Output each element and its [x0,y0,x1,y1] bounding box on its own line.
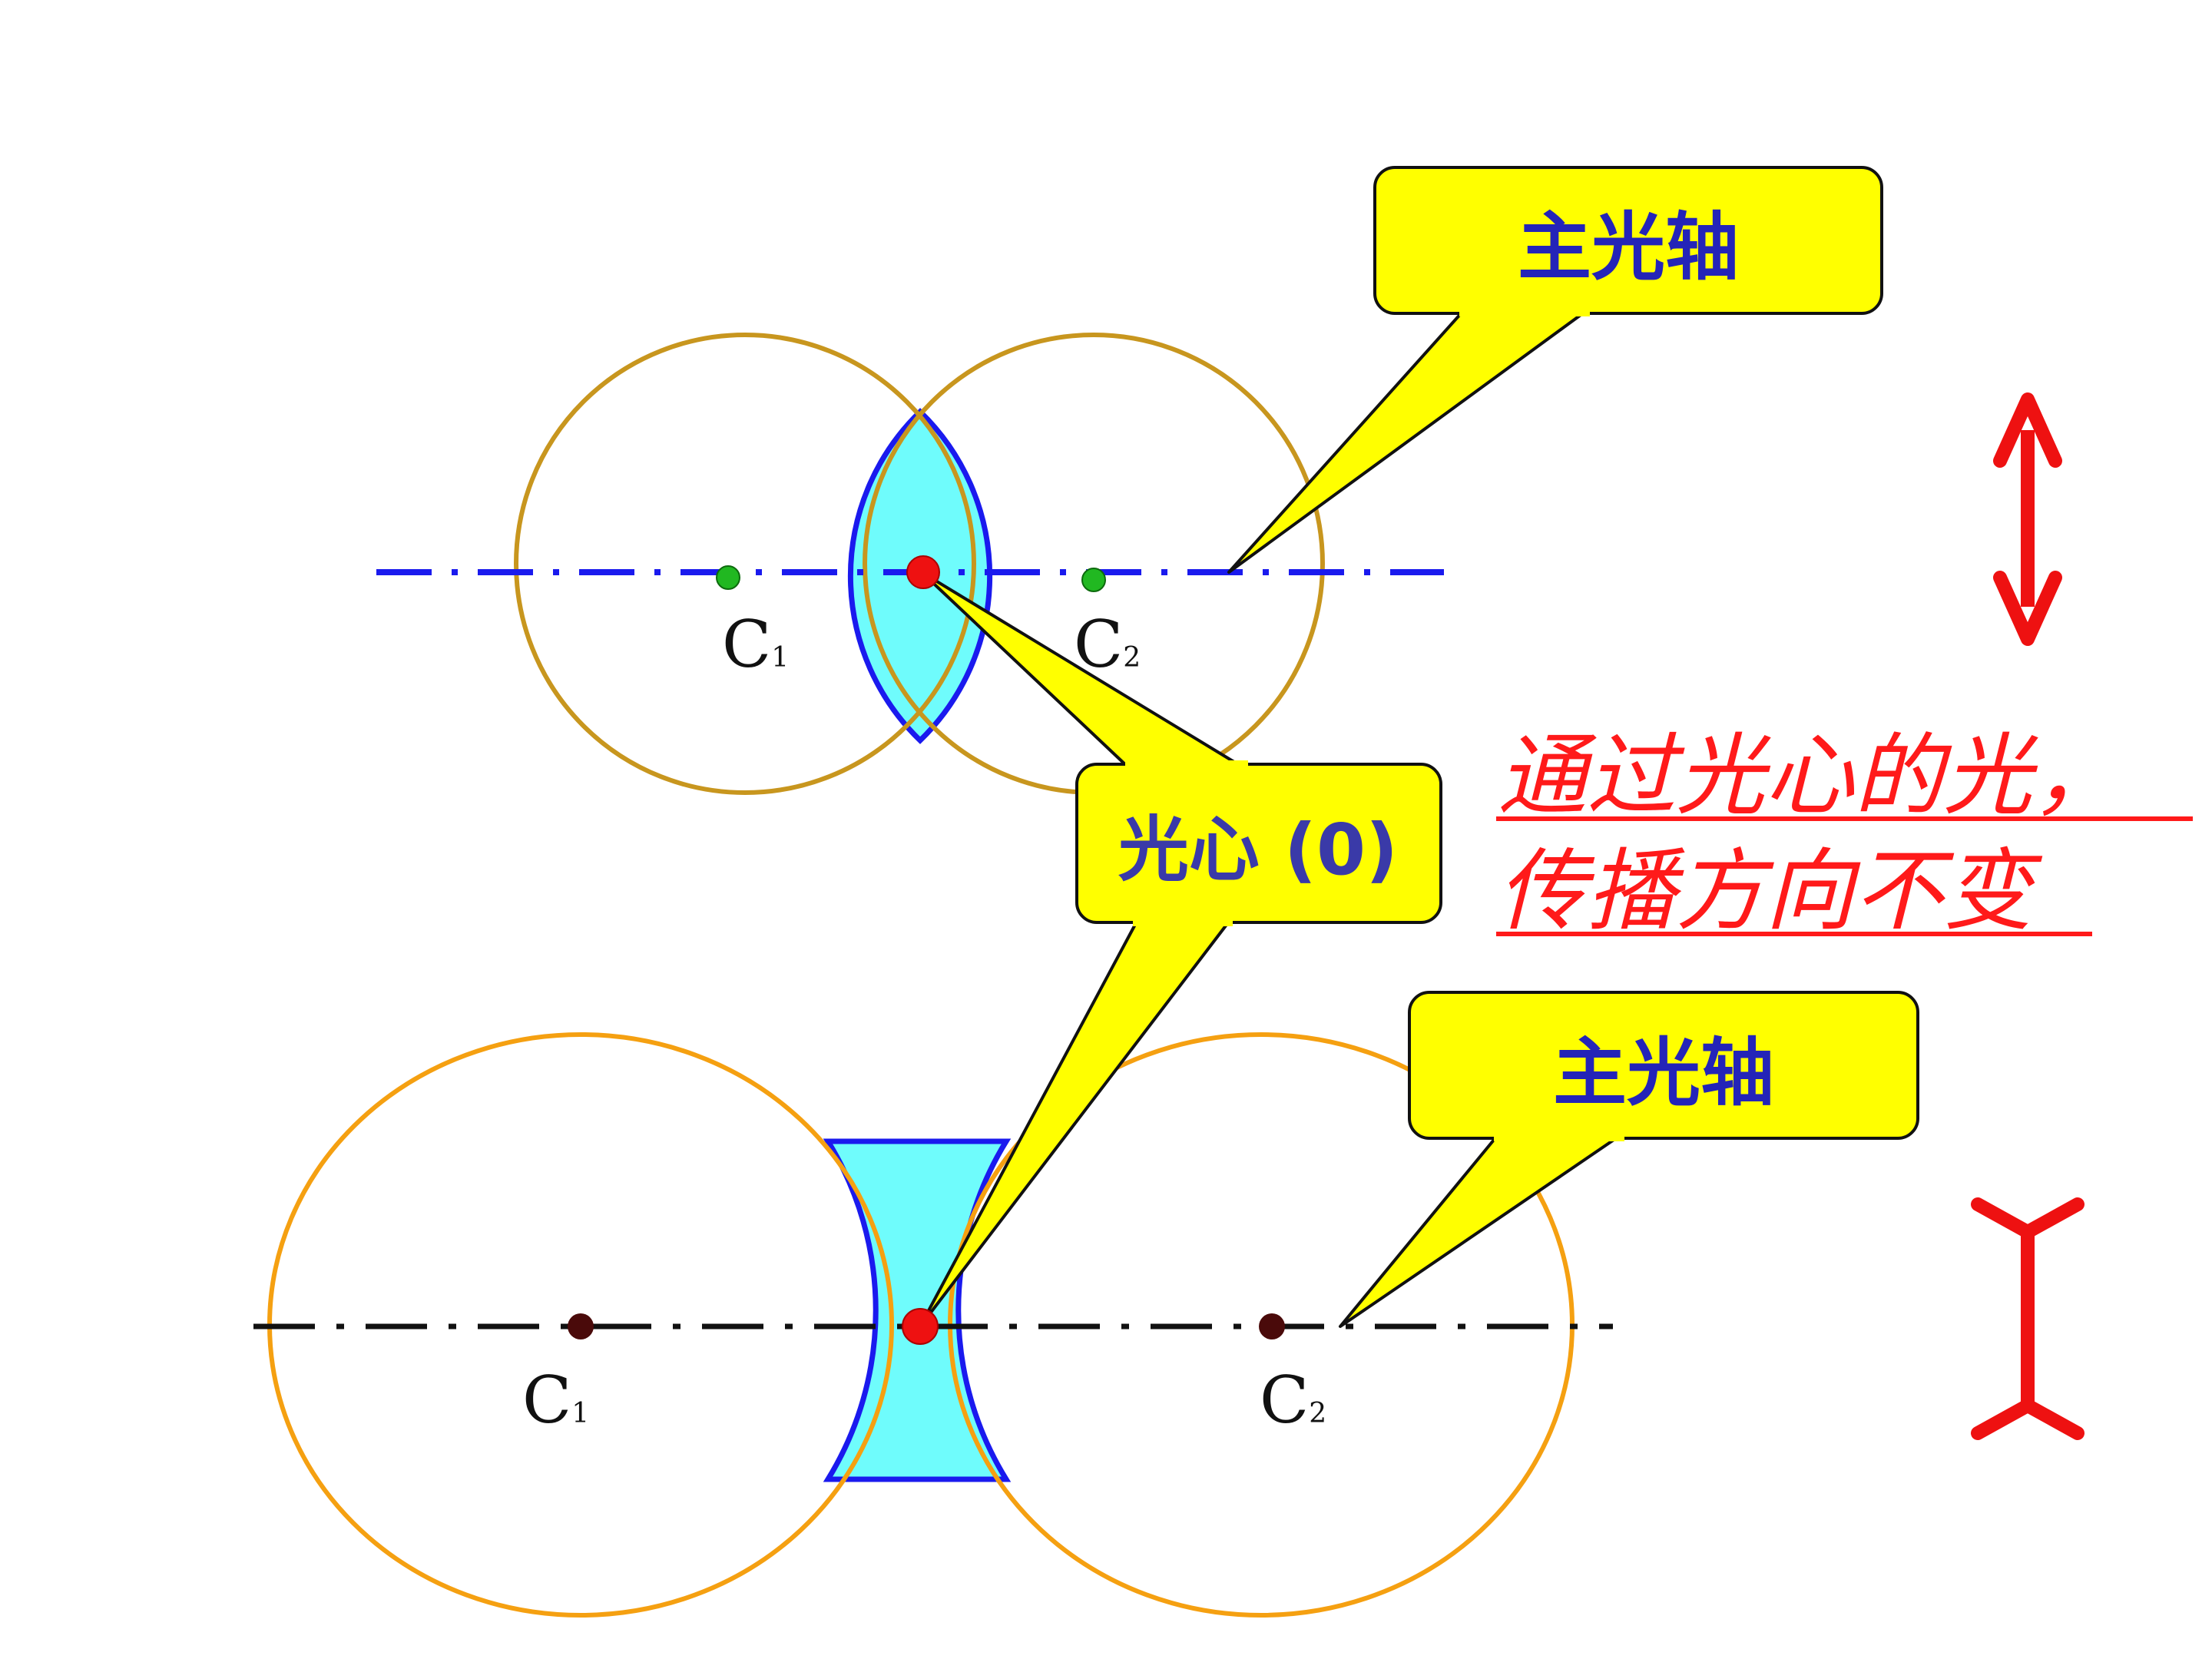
rule-text: 通过光心的光， 传播方向不变 [1496,724,2193,943]
principal-axis-top-label: 主光轴 [1518,204,1739,290]
principal-axis-bottom-label: 主光轴 [1553,1030,1774,1116]
rule-line-2: 传播方向不变 [1498,839,2043,943]
center-c2-bottom-dot [1259,1313,1285,1339]
c1-top-label: C1 [722,607,789,682]
center-c2-top-dot [1081,568,1106,592]
optical-center-top-dot [906,555,940,589]
center-c1-bottom-dot [568,1313,594,1339]
optical-center-label: 光心 (0) [1118,809,1398,891]
callout-principal-axis-bottom: 主光轴 [1339,991,1919,1328]
inverted-arrowhead-bar-icon [1971,1197,2085,1440]
rule-line-1: 通过光心的光， [1498,724,2121,828]
c2-bottom-label: C2 [1260,1363,1326,1438]
callout-principal-axis-top: 主光轴 [1227,166,1883,574]
double-headed-arrow-icon [1993,392,2062,646]
c1-bottom-label: C1 [522,1363,589,1438]
center-c1-top-dot [716,565,740,590]
circle-c1-top [514,333,976,795]
callout-optical-center: 光心 (0) [919,571,1442,1328]
optical-center-bottom-dot [902,1308,939,1345]
